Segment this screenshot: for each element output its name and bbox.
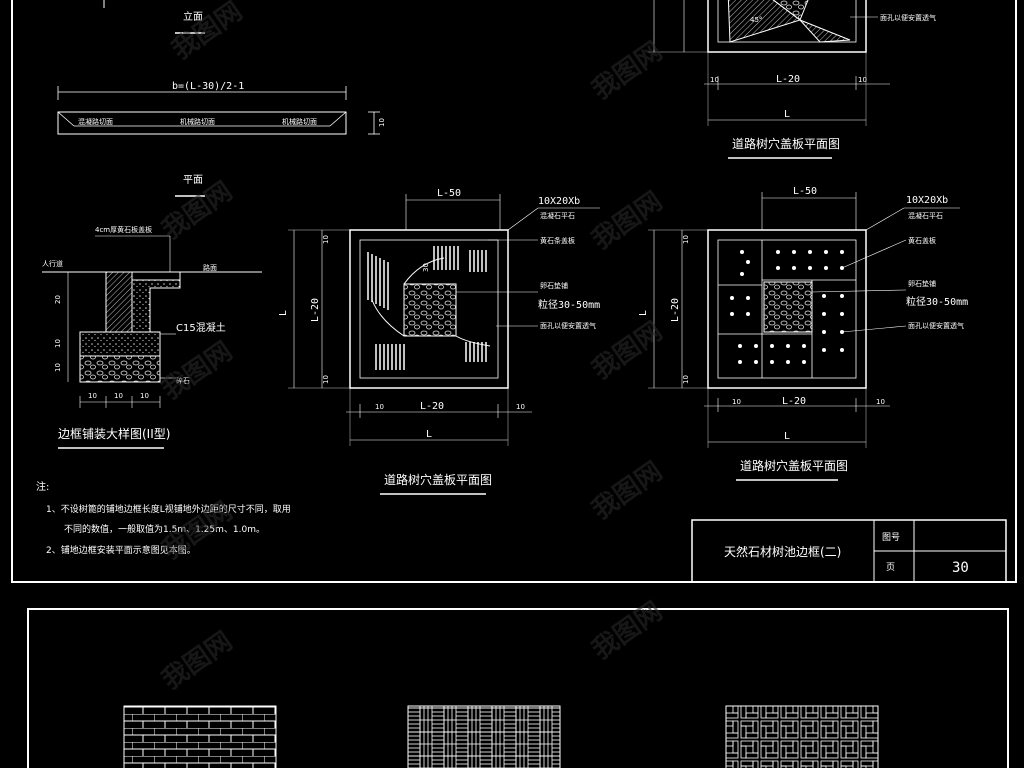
plan-caption: 边框铺装大样图(II型) (58, 426, 170, 441)
elevation-label-2: 机械路切面 (180, 117, 215, 126)
pit1-gravel-size: 粒径30-50mm (538, 298, 600, 311)
plan-title: 平面 (183, 175, 203, 186)
pit1-bottom-10-left: 10 (375, 403, 384, 411)
elevation-title: 立面 (183, 10, 203, 23)
watermark-10: 我图网 (587, 596, 668, 665)
plan-dim-h2: 10 (54, 339, 62, 348)
watermark-6: 我图网 (587, 316, 668, 385)
pit1-spec-note: 混凝石平石 (540, 211, 575, 220)
elevation-label-1: 混凝路切面 (78, 117, 113, 126)
pit2-left-L20: L-20 (670, 298, 681, 322)
plan-detail-view: 平面 4cm厚黄石板盖板 人行道 路面 C15混凝土 碎石 20 10 10 (42, 175, 262, 449)
tree-pit-plan-2: L-50 10X20Xb 混凝石平石 黄石盖板 卵石垫铺 粒径30-50mm 面… (638, 186, 968, 481)
top-dim-10-left: 10 (710, 76, 719, 84)
plan-dim-h3: 10 (54, 363, 62, 372)
notes-line2: 不同的数值，一般取值为1.5m、1.25m、1.0m。 (64, 523, 265, 535)
pit1-bottom-mid: L-20 (420, 401, 444, 412)
paving-basketweave (407, 705, 561, 768)
sheet-border-lower (27, 608, 1009, 768)
title-label-page: 页 (886, 562, 895, 573)
pit2-spec-note: 混凝石平石 (908, 211, 943, 220)
notes-line3: 2、铺地边框安装平面示意图见本图。 (46, 544, 196, 556)
plan-right-label: 路面 (203, 263, 217, 272)
plan-concrete-label: C15混凝土 (176, 321, 226, 334)
plan-left-label: 人行道 (42, 259, 63, 268)
plan-dim-w3: 10 (140, 392, 149, 400)
watermark-4: 我图网 (587, 186, 668, 255)
watermark-3: 我图网 (157, 176, 238, 245)
sheet-border-upper (11, 0, 1017, 583)
title-page-value: 30 (952, 560, 969, 576)
plan-gravel-label: 碎石 (176, 376, 190, 385)
pit2-label2: 卵石垫铺 (908, 279, 936, 288)
plan-dim-w2: 10 (114, 392, 123, 400)
pit1-left-10-bot: 10 (322, 375, 330, 384)
top-note: 面孔以便安置透气 (880, 13, 936, 22)
pit2-label3: 面孔以便安置透气 (908, 321, 964, 330)
watermark-layer: 我图网 我图网 我图网 我图网 我图网 我图网 我图网 我图网 我图网 我图网 (157, 0, 668, 696)
elevation-height: 10 (378, 118, 386, 127)
pit2-left-10-bot: 10 (682, 375, 690, 384)
elevation-formula: b=(L-30)/2-1 (172, 81, 244, 92)
elevation-view: 立面 b=(L-30)/2-1 混凝路切面 机械路切面 机械路切面 10 (57, 0, 386, 135)
watermark-8: 我图网 (587, 456, 668, 525)
pit1-label2: 卵石垫铺 (540, 281, 568, 290)
paving-patterns (123, 705, 879, 768)
tree-pit-plan-1: L-50 30 (278, 188, 600, 495)
plan-dim-h1: 20 (54, 295, 62, 304)
top-caption: 道路树穴盖板平面图 (732, 136, 840, 151)
title-drawing-name: 天然石材树池边框(二) (724, 544, 841, 559)
pit2-bottom-L: L (784, 431, 790, 442)
elevation-label-3: 机械路切面 (282, 117, 317, 126)
notes-line1: 1、不设树篦的铺地边框长度L视铺地外边距的尺寸不同，取用 (46, 503, 291, 515)
pit2-label1: 黄石盖板 (908, 236, 936, 245)
pit1-spec: 10X20Xb (538, 196, 580, 207)
pit2-caption: 道路树穴盖板平面图 (740, 458, 848, 473)
pit2-bottom-10-right: 10 (876, 398, 885, 406)
paving-running-bond (123, 705, 277, 768)
top-dim-10-right: 10 (858, 76, 867, 84)
notes-title: 注: (36, 480, 49, 493)
top-angle: 45° (750, 16, 762, 24)
pit1-left-L20: L-20 (310, 298, 321, 322)
pit2-bottom-10-left: 10 (732, 398, 741, 406)
plan-dim-w1: 10 (88, 392, 97, 400)
pit1-inner-30: 30 (422, 263, 430, 272)
watermark-2: 我图网 (587, 36, 668, 105)
title-label-no: 图号 (882, 532, 900, 543)
pit1-left-10-top: 10 (322, 235, 330, 244)
watermark-5: 我图网 (157, 336, 238, 405)
paving-herringbone (725, 705, 879, 768)
pit1-label1: 黄石条盖板 (540, 236, 575, 245)
pit2-bottom-mid: L-20 (782, 396, 806, 407)
pit1-bottom-10-right: 10 (516, 403, 525, 411)
pit1-label3: 面孔以便安置透气 (540, 321, 596, 330)
pit2-gravel-size: 粒径30-50mm (906, 295, 968, 308)
pit1-caption: 道路树穴盖板平面图 (384, 472, 492, 487)
tree-pit-plan-top: 45° 面孔以便安置透气 10 L-20 10 L 道路树穴盖板平面图 (648, 0, 936, 159)
watermark-9: 我图网 (157, 626, 238, 695)
pit2-spec: 10X20Xb (906, 195, 948, 206)
pit1-left-L: L (278, 310, 289, 316)
pit1-bottom-L: L (426, 429, 432, 440)
pit2-top-dim: L-50 (793, 186, 817, 197)
pit1-top-dim: L-50 (437, 188, 461, 199)
notes: 注: 1、不设树篦的铺地边框长度L视铺地外边距的尺寸不同，取用 不同的数值，一般… (36, 480, 291, 556)
top-dim-mid: L-20 (776, 74, 800, 85)
title-block: 天然石材树池边框(二) 图号 页 30 (691, 519, 1007, 583)
watermark-1: 我图网 (167, 0, 248, 66)
pit2-left-10-top: 10 (682, 235, 690, 244)
top-dim-L: L (784, 109, 790, 120)
pit2-left-L: L (638, 310, 649, 316)
plan-top-note: 4cm厚黄石板盖板 (95, 225, 152, 234)
